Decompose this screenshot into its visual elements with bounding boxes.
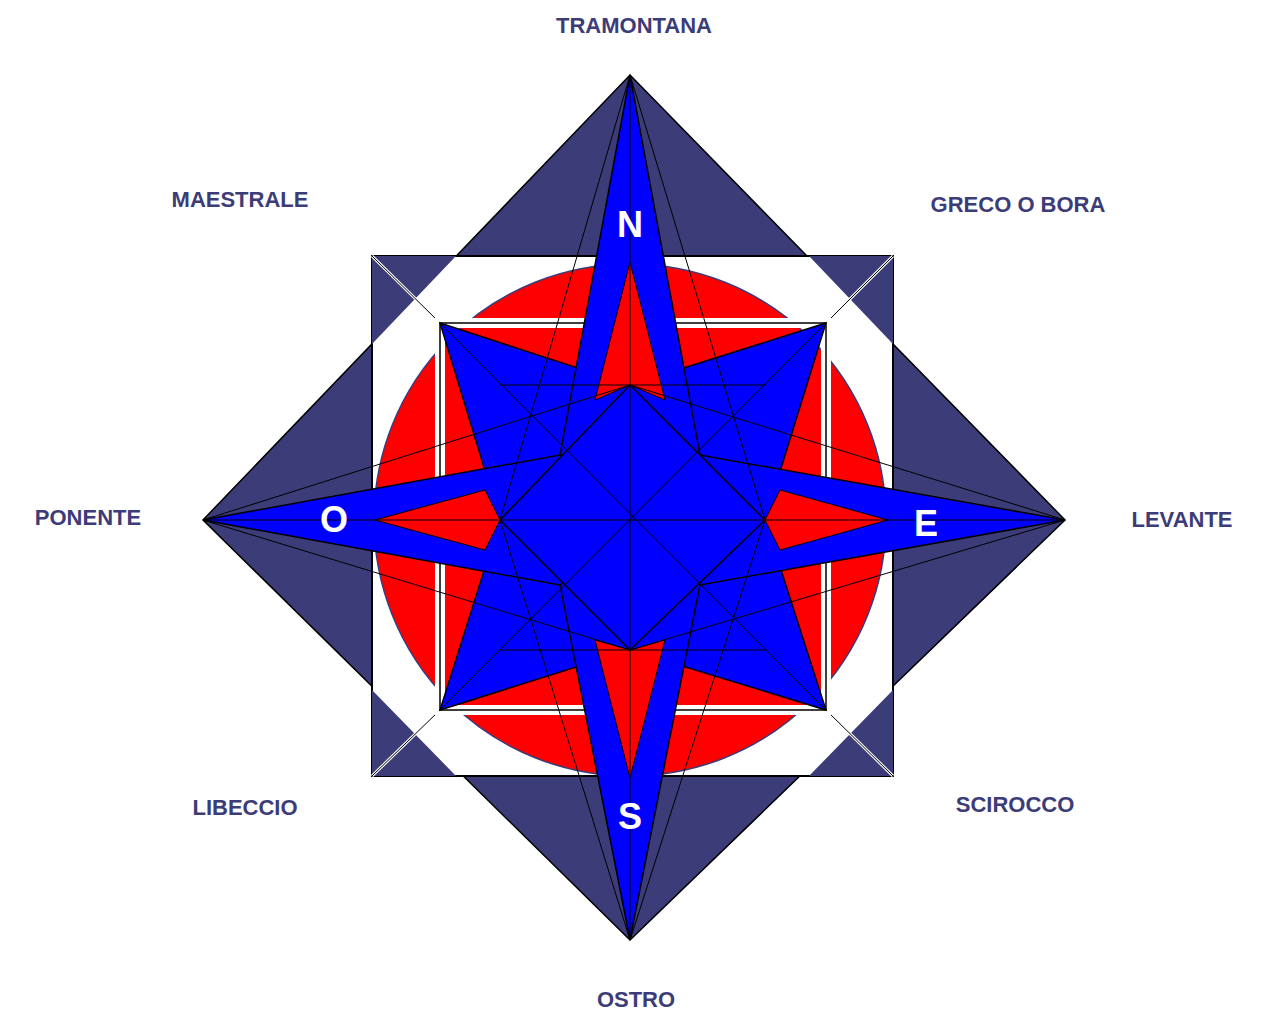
wind-name: TRAMONTANA [556, 15, 712, 37]
wind-name: SCIROCCO [956, 794, 1075, 816]
cardinal-letter: S [618, 799, 642, 835]
cardinal-letter: O [320, 502, 348, 538]
wind-name: PONENTE [35, 507, 141, 529]
wind-name: MAESTRALE [172, 189, 309, 211]
wind-name: LEVANTE [1131, 509, 1232, 531]
wind-name: OSTRO [597, 989, 675, 1011]
wind-name: LIBECCIO [192, 797, 297, 819]
cardinal-letter: E [914, 506, 938, 542]
cardinal-letter: N [617, 207, 643, 243]
wind-name: GRECO O BORA [931, 194, 1106, 216]
